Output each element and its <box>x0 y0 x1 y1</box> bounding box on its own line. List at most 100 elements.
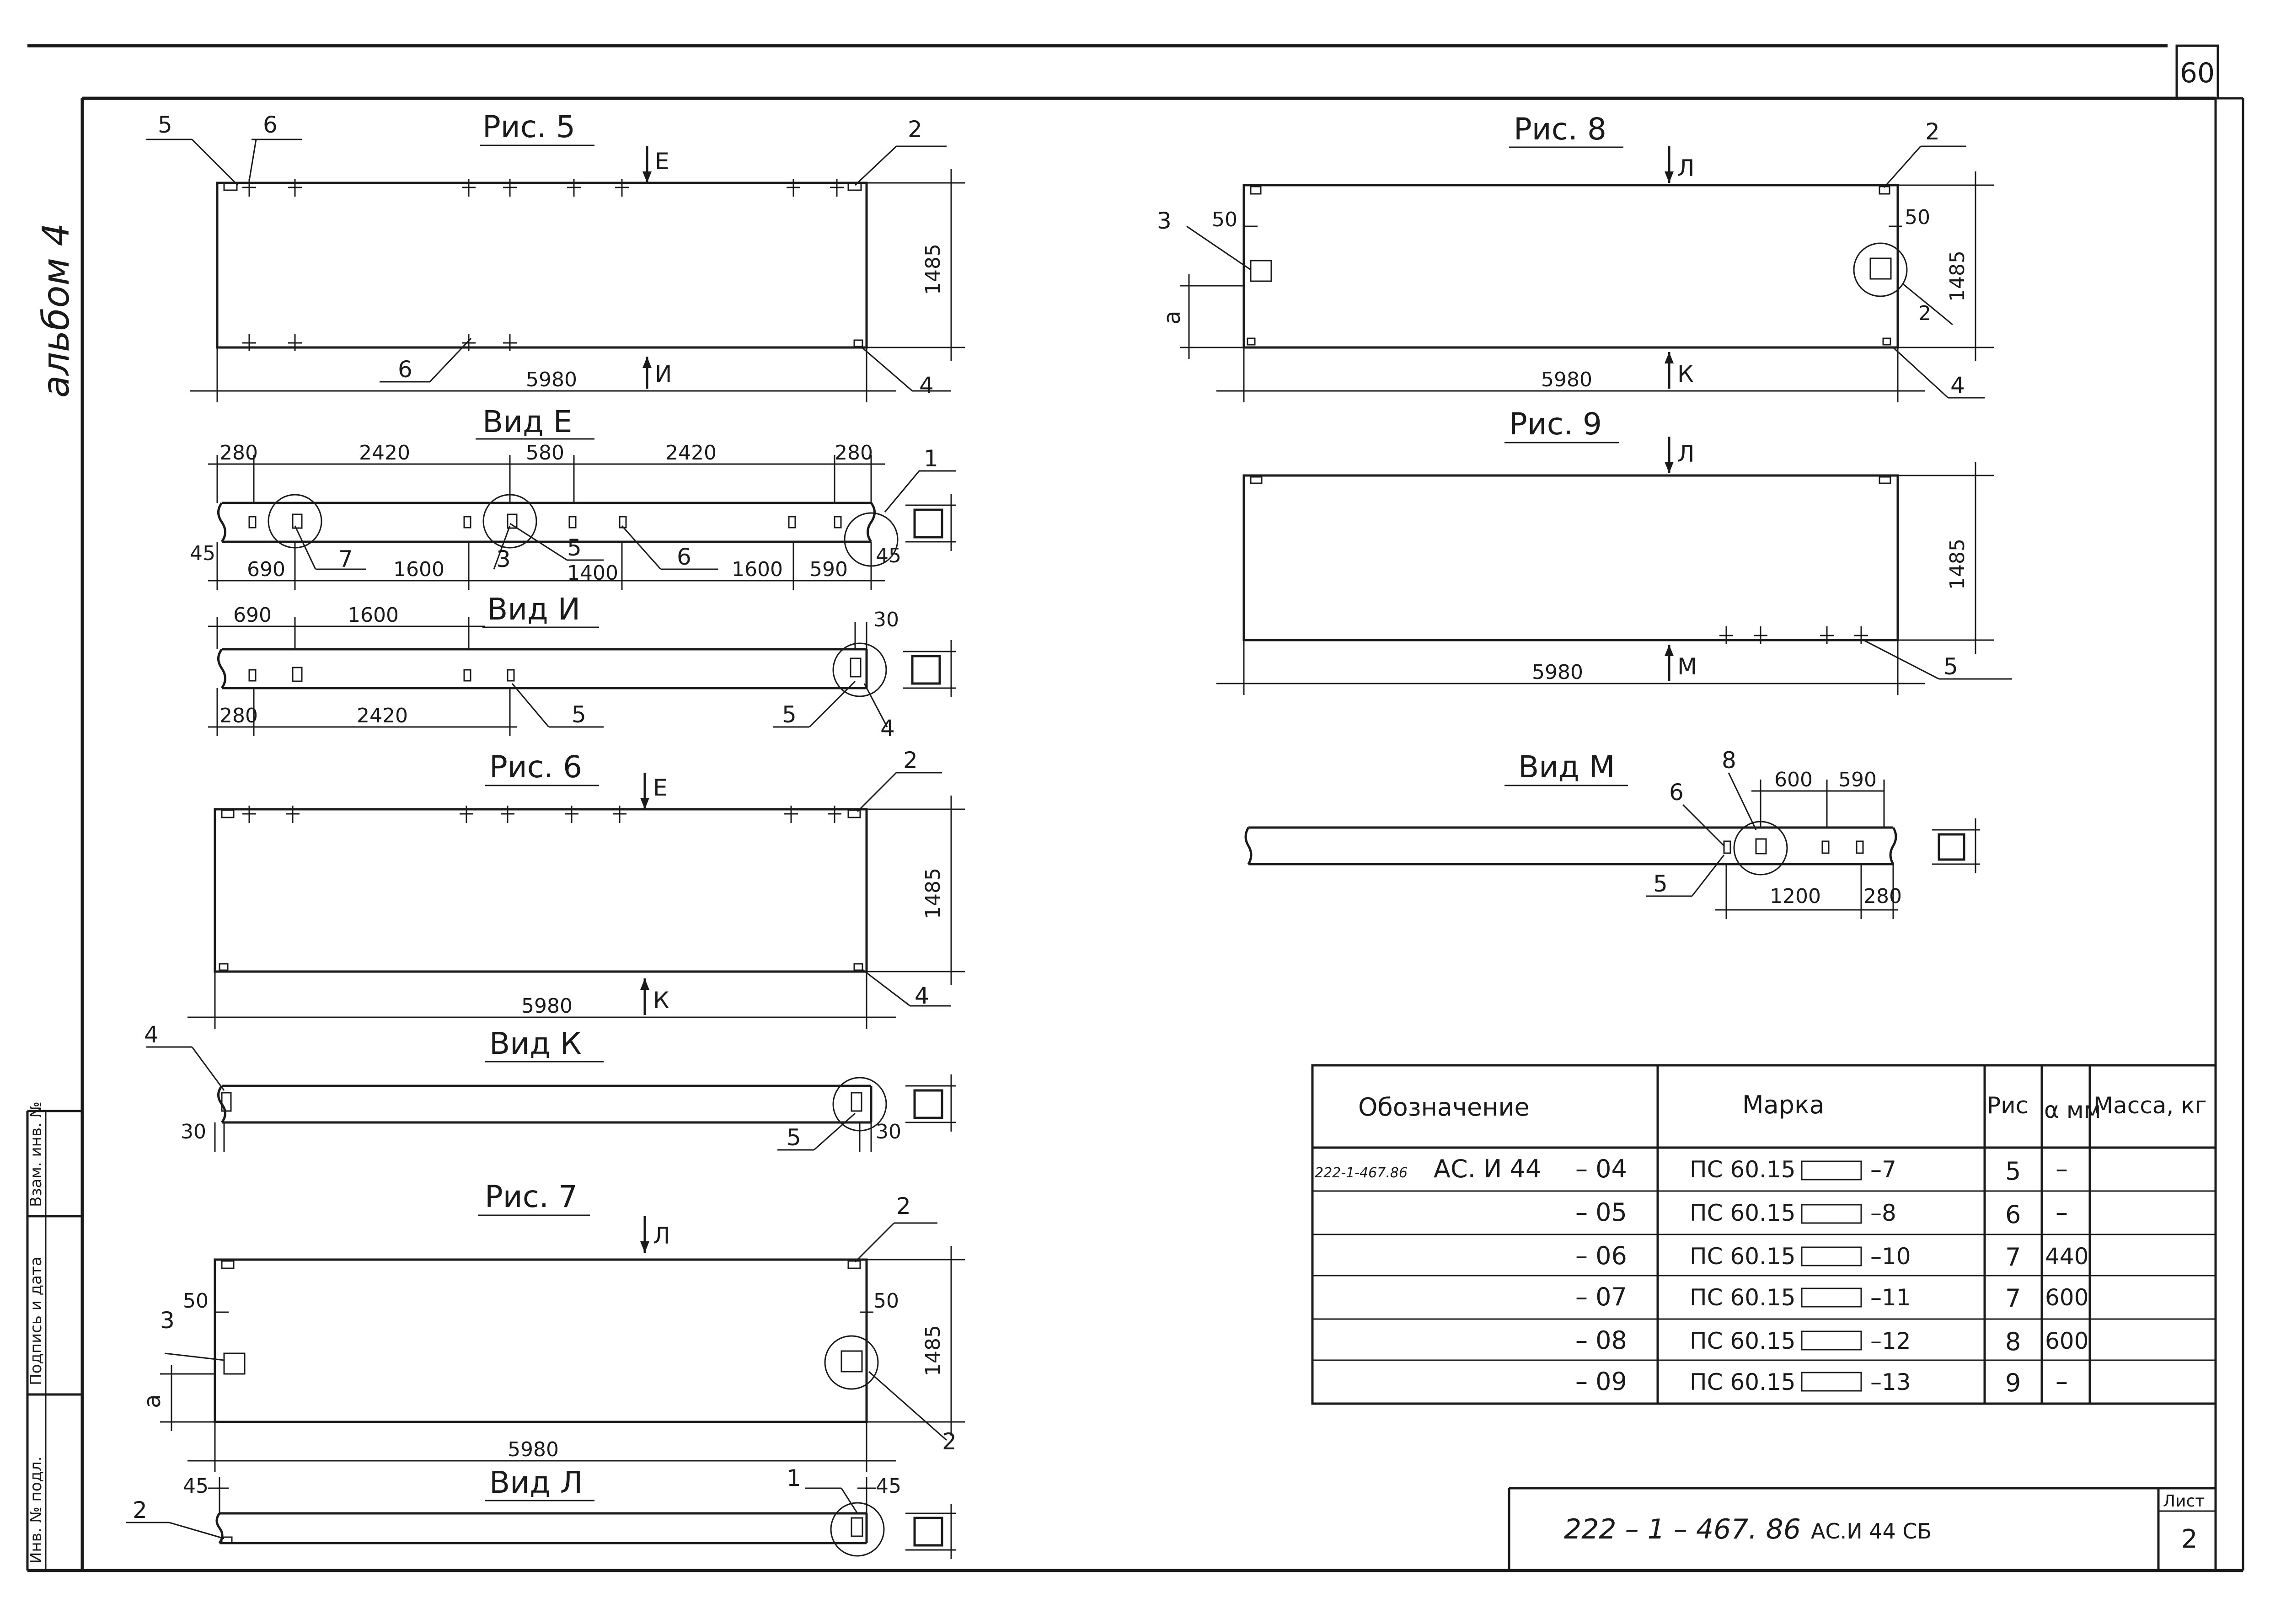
fig6-arrow-bottom-label: К <box>653 987 669 1014</box>
view-e-callout-7: 7 <box>338 546 353 572</box>
fig7-dim-50a: 50 <box>183 1289 209 1313</box>
fig8-callout-2b: 2 <box>1918 302 1931 325</box>
view-l-dim-45b: 45 <box>876 1474 901 1498</box>
row-suffix: –8 <box>1870 1200 1896 1226</box>
view-k-caption: Вид К <box>489 1026 582 1061</box>
view-e-dim-580: 580 <box>526 441 564 465</box>
fig5-callout-6b: 6 <box>398 356 412 383</box>
view-k-dim-30a: 30 <box>181 1120 206 1143</box>
view-i-dim-1600: 1600 <box>348 604 399 627</box>
view-i-dim-30: 30 <box>873 608 899 631</box>
fig6: Рис. 6 Е К 5980 1485 2 4 <box>187 747 965 1029</box>
row-code: – 09 <box>1575 1367 1627 1396</box>
fig9-callout-5: 5 <box>1943 653 1958 680</box>
fig5-callout-2: 2 <box>908 116 922 143</box>
header-fig: Рис <box>1987 1092 2028 1119</box>
fig7-panel <box>214 1258 868 1423</box>
view-e-dim-2420a: 2420 <box>359 441 410 465</box>
row-a: – <box>2056 1154 2068 1183</box>
doc-number: 222 – 1 – 467. 86 <box>1564 1513 1801 1545</box>
row-prefix: 222-1-467.86 <box>1315 1165 1408 1181</box>
row-code: – 08 <box>1575 1326 1627 1355</box>
view-e-dim-690: 690 <box>247 558 285 581</box>
view-i-callout-5a: 5 <box>572 701 586 728</box>
fig7-width-dim: 5980 <box>508 1438 559 1461</box>
view-e-dim-45a: 45 <box>190 542 215 565</box>
fig7-callout-2b: 2 <box>942 1428 957 1455</box>
fig5-caption: Рис. 5 <box>482 109 575 144</box>
view-m-callout-5: 5 <box>1653 871 1668 897</box>
row-a: – <box>2056 1367 2068 1396</box>
fig7-callout-2a: 2 <box>896 1193 911 1219</box>
view-m-section <box>1938 833 1965 861</box>
view-e-section <box>913 508 943 539</box>
fig8-panel <box>1242 184 1899 349</box>
view-k-callout-5: 5 <box>787 1124 801 1151</box>
view-e-dim-1400: 1400 <box>567 561 618 585</box>
fig5-callout-4: 4 <box>919 372 934 399</box>
view-e-dim-280a: 280 <box>220 441 258 465</box>
sheet-number-box: 60 <box>2175 44 2219 100</box>
fig6-height-dim: 1485 <box>921 868 945 919</box>
view-m-caption: Вид М <box>1518 749 1615 785</box>
view-k-dim-30b: 30 <box>876 1120 901 1143</box>
row-suffix: –10 <box>1870 1243 1911 1270</box>
header-a: α мм <box>2044 1097 2101 1123</box>
header-mark: Марка <box>1742 1090 1825 1119</box>
row-code: – 04 <box>1575 1154 1627 1183</box>
fig7-callout-3: 3 <box>160 1307 175 1334</box>
view-l-section <box>913 1517 943 1547</box>
view-i-dim-280: 280 <box>220 704 258 727</box>
view-e-dim-2420b: 2420 <box>665 441 717 465</box>
view-k: Вид К 30 30 4 5 <box>144 1021 956 1152</box>
row-a: 440 <box>2045 1243 2088 1270</box>
view-k-section <box>913 1089 943 1119</box>
doc-code: АС.И 44 СБ <box>1811 1519 1932 1544</box>
fig5-callout-6: 6 <box>263 112 278 138</box>
fig6-caption: Рис. 6 <box>489 749 582 785</box>
row-suffix: –12 <box>1870 1328 1911 1354</box>
view-e-callout-1: 1 <box>924 445 938 472</box>
view-m: Вид М 600 590 1200 280 8 6 5 <box>1244 747 1980 919</box>
fig8-callout-4: 4 <box>1950 372 1965 399</box>
fig7-dim-50b: 50 <box>873 1289 899 1313</box>
view-i-caption: Вид И <box>487 592 580 627</box>
fig5-arrow-top-label: Е <box>655 148 669 175</box>
fig8-height-dim: 1485 <box>1946 251 1969 302</box>
view-e-dim-280b: 280 <box>835 441 873 465</box>
view-e-caption: Вид Е <box>482 404 573 439</box>
row-mark: ПС 60.15 <box>1690 1200 1796 1226</box>
row-mark: ПС 60.15 <box>1690 1243 1796 1270</box>
fig5-arrow-bottom-label: И <box>655 361 672 387</box>
row-code: – 07 <box>1575 1282 1627 1311</box>
stamp-signature-date: Подпись и дата <box>27 1256 45 1385</box>
album-label: альбом 4 <box>35 223 77 398</box>
fig7-height-dim: 1485 <box>921 1325 945 1376</box>
fig5-callout-5: 5 <box>158 112 172 138</box>
fig9-caption: Рис. 9 <box>1509 406 1602 442</box>
fig8-width-dim: 5980 <box>1541 368 1592 391</box>
fig6-callout-2: 2 <box>903 747 918 774</box>
fig8-dim-50b: 50 <box>1905 206 1930 229</box>
fig9-arrow-top-label: Л <box>1677 441 1695 467</box>
fig8: Рис. 8 Л К а 50 50 5980 1485 2 3 2 <box>1157 112 1994 402</box>
fig8-dim-50a: 50 <box>1212 208 1237 231</box>
view-m-dim-280: 280 <box>1863 885 1902 908</box>
row-a: 600 <box>2045 1328 2088 1354</box>
view-m-dim-1200: 1200 <box>1770 885 1821 908</box>
fig8-caption: Рис. 8 <box>1514 112 1606 147</box>
view-e-dim-1600a: 1600 <box>393 558 444 581</box>
sheet-number: 60 <box>2180 57 2215 89</box>
view-m-dim-590: 590 <box>1838 768 1877 791</box>
fig6-arrow-top-label: Е <box>653 775 668 801</box>
view-i-dim-2420: 2420 <box>357 704 408 727</box>
row-fig: 8 <box>2005 1327 2021 1356</box>
sheet-frame <box>27 44 2244 1572</box>
fig7-caption: Рис. 7 <box>485 1179 578 1214</box>
view-l-callout-1: 1 <box>787 1465 801 1491</box>
side-stamp: Взам. инв. № Подпись и дата Инв. № подл. <box>26 1101 82 1571</box>
view-e-callout-6: 6 <box>677 544 691 570</box>
fig7: Рис. 7 Л а 50 50 5980 1485 2 3 2 <box>139 1179 965 1472</box>
view-l-caption: Вид Л <box>489 1465 583 1500</box>
row-mark: ПС 60.15 <box>1690 1369 1796 1395</box>
